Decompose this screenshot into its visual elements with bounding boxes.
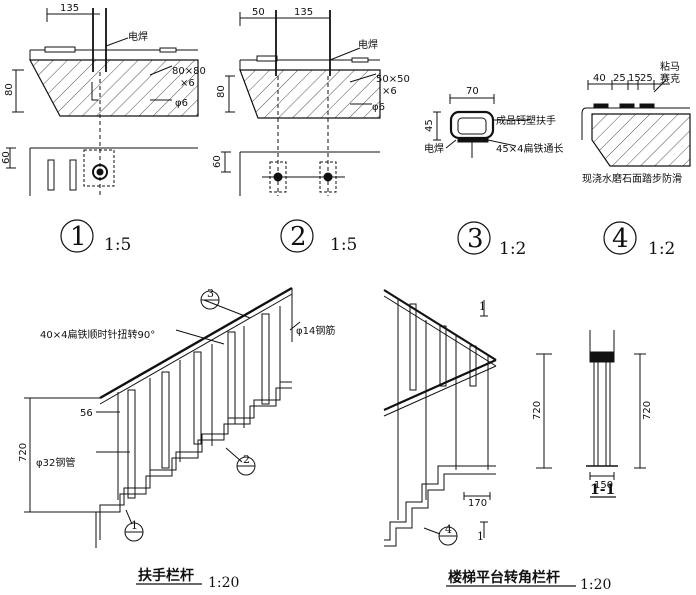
detail2-number: 2	[290, 222, 307, 252]
detail4-number: 4	[612, 224, 629, 254]
detail1-weld-label: 电焊	[128, 30, 148, 43]
stair-callout-1: 1	[131, 519, 138, 532]
detail-2	[221, 10, 381, 253]
stair-title: 扶手栏杆	[138, 567, 194, 584]
landing-section-mark-bottom: 1	[477, 530, 484, 543]
detail-4	[581, 79, 691, 255]
detail1-plate-thk: ×6	[180, 78, 195, 89]
landing-dim-720-b: 720	[642, 401, 653, 420]
detail3-dim-h: 45	[424, 119, 435, 132]
stair-pipe-note: φ32钢管	[36, 456, 75, 469]
landing-dim-170: 170	[468, 498, 487, 509]
detail4-note: 现浇水磨石面踏步防滑	[582, 172, 682, 185]
detail1-dim-top: 135	[60, 3, 79, 14]
detail4-dim-40: 40	[593, 73, 606, 84]
detail2-dim-bottom: 60	[212, 155, 223, 168]
detail4-dim-25a: 25	[613, 73, 626, 84]
landing-scale: 1:20	[580, 577, 611, 593]
detail1-dim-bottom: 60	[1, 151, 12, 164]
detail4-dim-15: 15	[628, 73, 641, 84]
detail2-rebar-label: φ6	[372, 102, 385, 113]
detail-1	[6, 8, 199, 253]
stair-rebar-note: φ14钢筋	[296, 324, 335, 337]
detail4-mastic-label-2: 赛克	[660, 72, 680, 85]
detail-3	[433, 94, 530, 255]
detail2-weld-label: 电焊	[358, 38, 378, 51]
detail2-dim-left: 80	[216, 85, 227, 98]
stair-dim-720: 720	[18, 443, 29, 462]
detail3-bar-label: 45×4扁铁通长	[496, 142, 563, 155]
detail4-mastic-label: 粘马	[660, 60, 680, 73]
detail1-scale: 1:5	[104, 235, 131, 255]
detail3-scale: 1:2	[499, 239, 526, 259]
landing-dim-720-a: 720	[532, 401, 543, 420]
detail1-plate-label: 80×80	[172, 66, 206, 77]
stair-scale: 1:20	[208, 575, 239, 591]
detail4-dim-25b: 25	[640, 73, 653, 84]
detail2-dim-top-a: 50	[252, 7, 265, 18]
landing-dim-150: 150	[594, 480, 613, 491]
detail1-rebar-label: φ6	[175, 98, 188, 109]
detail3-number: 3	[467, 224, 484, 254]
detail1-number: 1	[70, 222, 87, 252]
section-1-1-label: 1-1	[590, 482, 615, 498]
detail2-dim-top-b: 135	[294, 7, 313, 18]
detail1-dim-left: 80	[4, 83, 15, 96]
stair-elevation	[24, 286, 301, 585]
stair-twist-note: 40×4扁铁顺时针扭转90°	[40, 328, 155, 341]
stair-callout-3: 3	[207, 287, 214, 300]
landing-title: 楼梯平台转角栏杆	[448, 569, 560, 586]
landing-callout-4: 4	[445, 523, 452, 536]
detail3-handrail-label: 成品钙塑扶手	[496, 114, 556, 127]
landing-elevation	[383, 289, 646, 587]
detail3-dim-w: 70	[466, 86, 479, 97]
detail2-scale: 1:5	[330, 235, 357, 255]
detail4-scale: 1:2	[648, 239, 675, 259]
detail3-weld-label: 电焊	[424, 142, 444, 155]
detail2-plate-label: 50×50	[376, 74, 410, 85]
landing-section-mark-top: 1	[479, 300, 486, 313]
stair-dim-56: 56	[80, 408, 93, 419]
stair-callout-2: 2	[243, 453, 250, 466]
detail2-plate-thk: ×6	[382, 86, 397, 97]
